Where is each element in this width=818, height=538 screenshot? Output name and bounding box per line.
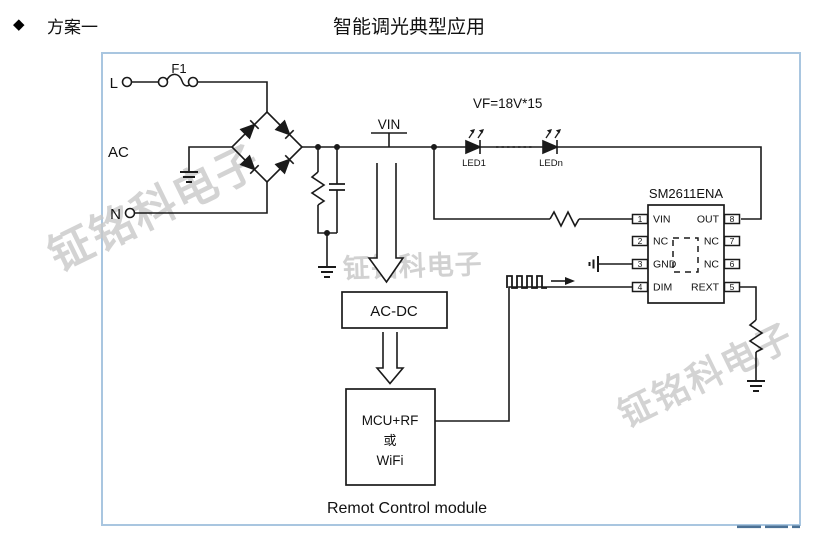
led-string xyxy=(465,129,561,155)
resistor-input xyxy=(310,171,326,206)
ledn-symbol xyxy=(542,129,561,155)
neutral-wire xyxy=(134,182,268,214)
bridge-diodes xyxy=(239,119,295,175)
diode-top-right xyxy=(274,119,295,140)
vf-label: VF=18V*15 xyxy=(473,96,542,111)
chip-body xyxy=(647,204,725,304)
svg-text:REXT: REXT xyxy=(691,282,720,294)
resistor-rext xyxy=(748,319,764,353)
earth-ground-rc xyxy=(318,266,336,278)
svg-text:NC: NC xyxy=(653,236,669,248)
flow-arrow-to-mcu xyxy=(375,332,405,385)
vin-net-stub xyxy=(371,132,407,147)
ledn-label: LEDn xyxy=(539,158,563,169)
chip-pin-names: VIN NC GND DIM OUT NC NC REXT xyxy=(653,214,720,294)
led1-symbol xyxy=(465,129,484,155)
ground-symbols xyxy=(180,171,765,392)
neutral-label: N xyxy=(110,206,121,223)
acdc-block xyxy=(341,291,448,329)
diamond-bullet-icon: ◆ xyxy=(13,15,25,33)
svg-text:DIM: DIM xyxy=(653,282,672,294)
vin-net-label: VIN xyxy=(378,117,401,132)
junction-dots xyxy=(315,144,437,236)
terminals xyxy=(121,76,199,219)
svg-text:NC: NC xyxy=(704,259,720,271)
svg-text:5: 5 xyxy=(730,282,735,292)
live-wire xyxy=(131,81,268,112)
led1-label: LED1 xyxy=(462,158,486,169)
svg-text:GND: GND xyxy=(653,259,677,271)
earth-ground-rext xyxy=(747,380,765,392)
svg-text:1: 1 xyxy=(638,214,643,224)
vin-to-chip-wire xyxy=(433,147,632,220)
chip-thermal-pad xyxy=(672,237,699,273)
watermark-center: 钲铭科电子 xyxy=(342,249,483,284)
terminal-fuse-left xyxy=(157,76,169,88)
ac-label: AC xyxy=(108,144,129,161)
remote-control-caption: Remot Control module xyxy=(327,500,487,517)
svg-text:7: 7 xyxy=(730,236,735,246)
svg-text:8: 8 xyxy=(730,214,735,224)
mcu-label-line3: WiFi xyxy=(377,453,404,468)
svg-text:OUT: OUT xyxy=(697,214,720,226)
watermark-cropped-marks xyxy=(737,525,800,529)
mcu-block xyxy=(345,388,436,486)
circuit xyxy=(131,73,764,422)
chip-sm2611ena: SM2611ENA 1 2 3 4 8 7 6 5 VIN NC GND DIM… xyxy=(631,186,741,304)
mcu-label-line1: MCU+RF xyxy=(362,413,419,428)
watermark-right: 钲铭科电子 xyxy=(612,315,801,435)
ledn-light-rays xyxy=(545,129,561,139)
live-label: L xyxy=(110,75,118,92)
svg-text:VIN: VIN xyxy=(653,214,671,226)
scheme-label: 方案一 xyxy=(47,18,98,37)
rc-branch-wires xyxy=(317,147,338,266)
capacitor-plates xyxy=(329,183,345,191)
earth-ground-gnd-pin xyxy=(588,256,599,272)
watermark-top-left: 钲铭科电子 xyxy=(41,136,269,281)
page-title: 智能调光典型应用 xyxy=(332,17,485,38)
svg-text:NC: NC xyxy=(704,236,720,248)
svg-text:2: 2 xyxy=(638,236,643,246)
chip-name-label: SM2611ENA xyxy=(649,186,724,201)
dim-wire xyxy=(435,286,632,422)
diagram-border xyxy=(101,52,801,526)
earth-ground-bridge xyxy=(180,171,198,183)
resistor-series xyxy=(549,210,580,228)
mcu-label-line2: 或 xyxy=(383,433,396,448)
pwm-arrowhead xyxy=(565,277,575,285)
terminal-fuse-right xyxy=(187,76,199,88)
rext-wire xyxy=(740,286,757,380)
chip-pin-numbers: 1 2 3 4 8 7 6 5 xyxy=(638,214,735,292)
bridge-ground-wire xyxy=(188,146,232,171)
diode-bottom-left xyxy=(239,154,260,175)
header: ◆ 方案一 智能调光典型应用 xyxy=(0,12,818,42)
svg-text:3: 3 xyxy=(638,259,643,269)
svg-text:6: 6 xyxy=(730,259,735,269)
flow-arrow-to-acdc xyxy=(367,163,405,284)
chip-pin-boxes xyxy=(631,213,741,293)
pwm-waveform xyxy=(506,275,547,289)
acdc-label: AC-DC xyxy=(370,303,418,320)
svg-text:4: 4 xyxy=(638,282,643,292)
diode-top-left xyxy=(239,119,260,140)
fuse-label: F1 xyxy=(171,61,186,76)
terminal-neutral xyxy=(124,207,136,219)
diode-bottom-right xyxy=(274,154,295,175)
led1-light-rays xyxy=(468,129,484,139)
terminal-live xyxy=(121,76,133,88)
